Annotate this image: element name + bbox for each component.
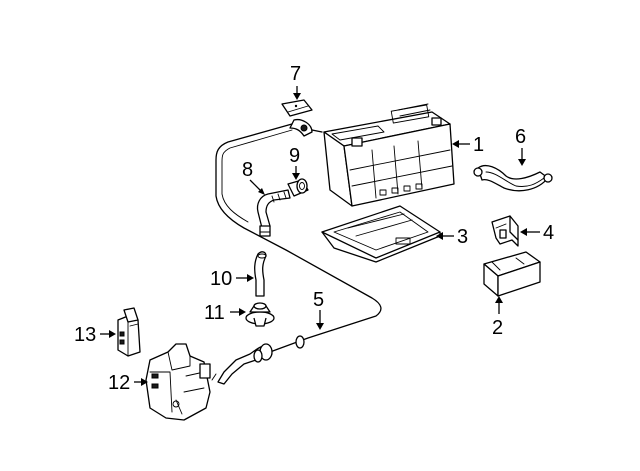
callout-1: 1 — [452, 134, 484, 156]
callout-label-7: 7 — [290, 63, 301, 85]
battery[interactable] — [323, 103, 455, 207]
callout-5: 5 — [313, 289, 324, 330]
battery-tray[interactable] — [321, 205, 441, 263]
hose-grommet[interactable] — [245, 302, 275, 327]
callout-4: 4 — [520, 222, 554, 244]
callout-label-3: 3 — [457, 226, 468, 248]
callout-label-10: 10 — [210, 268, 232, 290]
callout-13: 13 — [74, 324, 116, 346]
callout-2: 2 — [492, 296, 503, 339]
callout-11: 11 — [204, 302, 246, 324]
callout-label-12: 12 — [108, 372, 130, 394]
callout-label-8: 8 — [242, 159, 253, 181]
battery-cable[interactable] — [211, 118, 382, 385]
callout-label-6: 6 — [515, 126, 526, 148]
battery-cover[interactable] — [483, 251, 541, 297]
callout-8: 8 — [242, 159, 265, 195]
callout-12: 12 — [108, 372, 148, 394]
terminal-cover[interactable] — [281, 99, 313, 117]
callout-3: 3 — [436, 226, 468, 248]
vent-grommet[interactable] — [287, 178, 309, 197]
vent-hose[interactable] — [254, 251, 267, 297]
callout-10: 10 — [210, 268, 254, 290]
fuse-module[interactable] — [145, 343, 211, 421]
callout-label-2: 2 — [492, 317, 503, 339]
callout-label-5: 5 — [313, 289, 324, 311]
connector-relay[interactable] — [117, 307, 141, 357]
callout-9: 9 — [289, 145, 300, 180]
hold-down-strap[interactable] — [473, 164, 553, 192]
callout-6: 6 — [515, 126, 526, 166]
callout-label-13: 13 — [74, 324, 96, 346]
callout-7: 7 — [290, 63, 301, 100]
vent-hose-fitting[interactable] — [256, 189, 291, 237]
callout-label-4: 4 — [543, 222, 554, 244]
callout-label-9: 9 — [289, 145, 300, 167]
callout-label-11: 11 — [204, 302, 225, 324]
callout-label-1: 1 — [473, 134, 484, 156]
hold-down-clip[interactable] — [491, 215, 519, 247]
